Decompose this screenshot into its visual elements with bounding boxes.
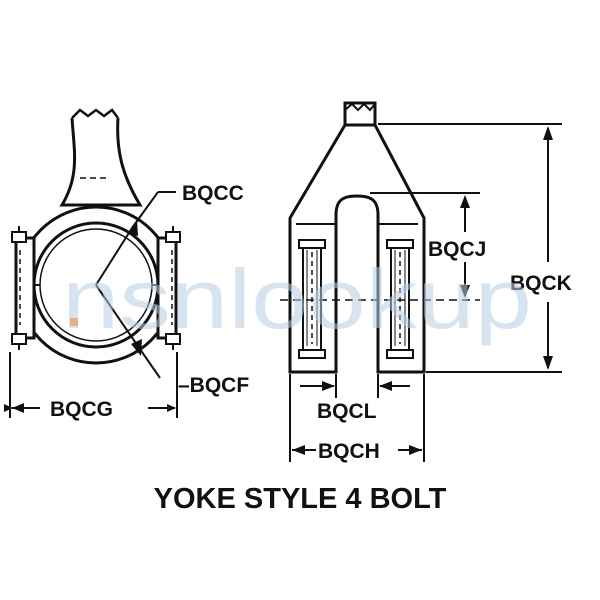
diagram-caption: YOKE STYLE 4 BOLT <box>154 483 447 515</box>
label-bqch: BQCH <box>318 440 380 463</box>
watermark-text: nsnlookup <box>62 252 532 346</box>
yoke-stem <box>59 117 143 207</box>
left-lug <box>14 236 36 340</box>
watermark-dot <box>70 318 78 326</box>
left-bolt-bottom <box>11 333 27 350</box>
left-bolt-top <box>11 226 27 243</box>
label-bqcl: BQCL <box>317 400 377 423</box>
label-bqcf: –BQCF <box>178 374 249 397</box>
right-yoke-view <box>280 101 480 374</box>
side-bolt-left <box>298 239 326 359</box>
stem-break <box>71 108 119 119</box>
bqcf-leader <box>95 284 134 340</box>
right-bolt-top <box>165 226 181 243</box>
label-bqcg: BQCG <box>50 398 113 421</box>
bqcc-leader <box>95 227 133 286</box>
label-bqck: BQCK <box>510 272 572 295</box>
label-bqcj: BQCJ <box>428 238 486 261</box>
label-bqcc: BQCC <box>182 182 244 205</box>
watermark: nsnlookup <box>62 252 532 346</box>
left-yoke-view <box>11 108 181 379</box>
right-bolt-bottom <box>165 333 181 350</box>
side-bolt-right <box>386 239 414 359</box>
